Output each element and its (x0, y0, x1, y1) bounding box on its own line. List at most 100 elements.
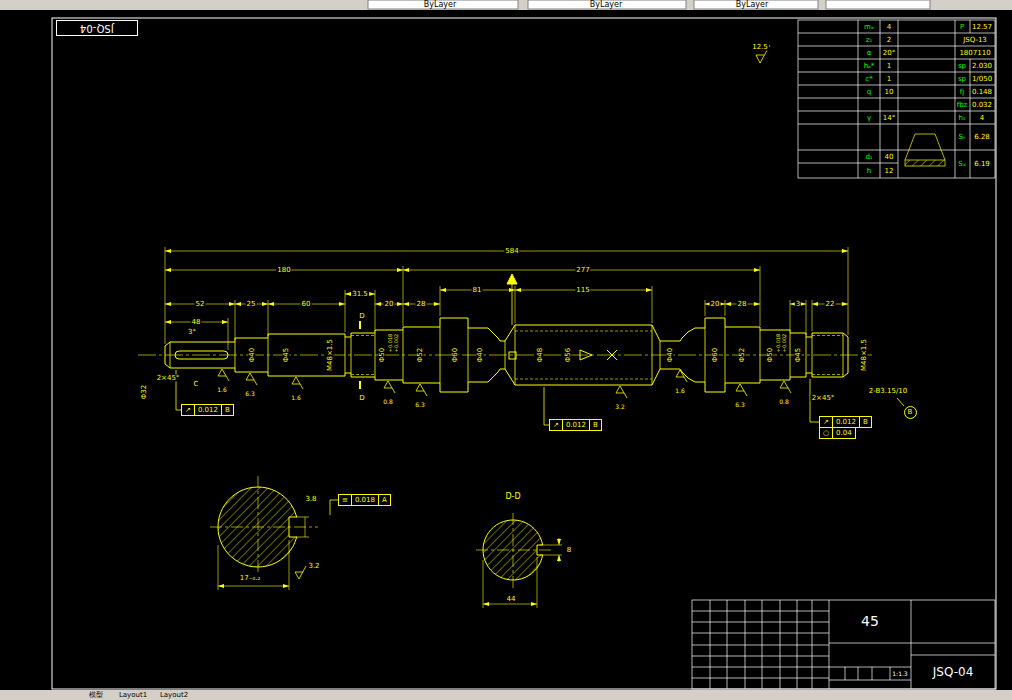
table-cell: h (866, 167, 872, 174)
node-text: B (221, 405, 233, 415)
dim-line (559, 538, 560, 545)
table-cell: 4 (886, 23, 892, 30)
roughness-symbol (246, 373, 257, 385)
combo-box (368, 0, 518, 9)
table-cell: 0.148 (971, 88, 993, 95)
dimension: 8 (566, 547, 572, 554)
table-cell: 4 (979, 114, 985, 121)
node-text: 0.012 (832, 417, 859, 427)
section-views (210, 476, 562, 608)
roughness-value: 6.3 (734, 402, 746, 408)
angle-note: 3° (187, 329, 197, 336)
table-cell: 2.030 (971, 62, 993, 69)
table-cell: h₁ (957, 114, 966, 121)
table-cell: 6.28 (973, 134, 991, 141)
dimension: 115 (575, 287, 590, 294)
tab-text: Layout1 (118, 692, 148, 699)
section-extension-lines (483, 545, 562, 608)
node-text: ↗ (182, 405, 194, 415)
roughness-symbol (292, 377, 303, 389)
leader-lines (176, 370, 904, 515)
dimension: 28 (737, 301, 748, 308)
table-cell: 1 (886, 62, 892, 69)
table-cell: Sₓ (957, 161, 967, 168)
diameter: Φ40 (667, 347, 674, 363)
diameter: Φ52 (417, 347, 424, 363)
table-outline (798, 20, 995, 178)
dim-line (483, 604, 537, 605)
table-cell: d₁ (864, 153, 873, 160)
section-centre-lines (476, 513, 552, 588)
table-cell: 0.032 (971, 101, 993, 108)
dimension: 25 (246, 301, 257, 308)
chamfer-note: 2×45° (156, 375, 181, 382)
title-rows (692, 611, 995, 680)
runout-tolerance-frame: ↗0.012B (549, 419, 602, 431)
dimension: 3 (795, 301, 801, 308)
section-mark: D (358, 313, 365, 320)
shoulder-lines (170, 325, 843, 385)
dimension: 52 (195, 301, 206, 308)
table-columns (858, 20, 970, 178)
tab-text: Layout2 (159, 692, 189, 699)
diameter: Φ60 (452, 347, 459, 363)
section-centre-lines (210, 476, 318, 580)
roughness-value: 0.8 (382, 399, 394, 405)
shaft (138, 274, 872, 392)
diameter: Φ32 (141, 384, 148, 400)
thread-size: M48×1.5 (861, 338, 868, 372)
node-text: A (378, 495, 390, 505)
toolbar-text: ByLayer (423, 1, 458, 9)
table-cell: 1 (886, 75, 892, 82)
roundness-tolerance-frame: ○0.04 (819, 427, 856, 439)
symmetry-tolerance-frame: ≡0.018A (338, 494, 391, 506)
table-cell: fj (959, 88, 965, 95)
section-title: D-D (504, 493, 521, 501)
dimension: 180 (276, 267, 291, 274)
centre-hole-note: 2-B3.15/10 (868, 388, 908, 395)
title-block (692, 600, 995, 689)
diameter: Φ52 (739, 347, 746, 363)
tab-bar (0, 690, 1012, 700)
diameter: Φ45 (283, 347, 290, 363)
section-extension-lines (218, 517, 309, 590)
roughness-value: 6.3 (244, 391, 256, 397)
node-text: B (908, 409, 913, 416)
roughness-value: 1.6 (216, 387, 228, 393)
dimension: 48 (191, 319, 202, 326)
toolbar-text: ByLayer (589, 1, 624, 9)
dimension: 17₋₀.₂ (239, 575, 261, 582)
roughness-symbol (780, 381, 791, 393)
table-cell: P (959, 23, 965, 30)
roughness-value: 0.8 (778, 399, 790, 405)
dimensions (165, 247, 848, 350)
dim-line (218, 586, 289, 587)
table-cell: 14° (882, 114, 896, 121)
roughness-value: 6.3 (414, 402, 426, 408)
table-rows (798, 33, 995, 163)
dimension: 277 (575, 267, 590, 274)
tab-text: 模型 (88, 692, 104, 699)
combo-box (826, 0, 930, 9)
diameter: Φ40 (477, 347, 484, 363)
diameter: Φ60 (712, 347, 719, 363)
thread-root-lines (351, 331, 843, 379)
table-cell: hₐ* (863, 62, 876, 69)
extension-lines (165, 247, 848, 350)
mark-square (509, 352, 516, 359)
combo-box (694, 0, 818, 9)
table-cell: γ (866, 114, 872, 121)
node-text: B (589, 420, 601, 430)
table-cell: q (866, 88, 872, 95)
material: 45 (860, 614, 880, 628)
table-cell: 6.19 (973, 161, 991, 168)
table-cell: 20° (882, 49, 896, 56)
table-cell: 1/050 (971, 75, 993, 82)
node-text: JSQ-04 (80, 23, 114, 34)
leader-line (897, 398, 904, 406)
shaft-upper-profile (165, 318, 848, 373)
tolerance: +0.002 (394, 333, 399, 354)
roughness-value: 12.5 (751, 44, 769, 51)
